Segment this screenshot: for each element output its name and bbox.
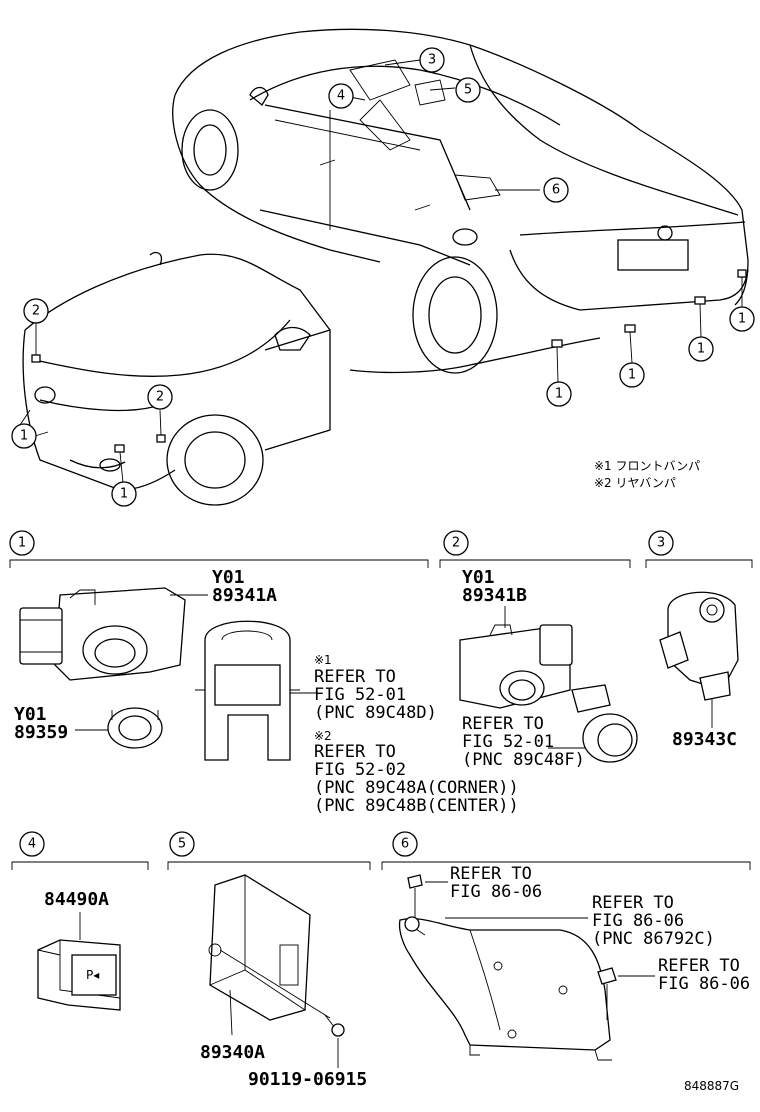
svg-text:1: 1 — [18, 536, 26, 551]
section-4-part-84490A: 84490A — [44, 889, 109, 910]
section-1-ref-a-line3: (PNC 89C48D) — [314, 703, 437, 723]
rear-car-drawing — [172, 28, 749, 383]
bolt-90119-06915 — [219, 949, 345, 1068]
section-1-ref-a-line1: REFER TO — [314, 667, 396, 687]
drawing-id: 848887G — [684, 1079, 739, 1093]
svg-text:6: 6 — [401, 837, 409, 852]
section-1-part-89341A: 89341A — [212, 585, 277, 606]
svg-text:1: 1 — [20, 429, 28, 444]
section-5-header: 5 — [167, 831, 371, 870]
callout-4-label: 4 — [337, 89, 345, 104]
section-1-code-a: Y01 — [212, 567, 245, 588]
callout-1-rear-c: 1 — [688, 336, 714, 362]
legend-note-rear-bumper: ※2 リヤバンパ — [594, 476, 676, 490]
callout-3-label: 3 — [428, 53, 436, 68]
clearance-warning-ecu-89340A — [208, 874, 311, 1036]
section-1-ref-b-line2: FIG 52-02 — [314, 760, 406, 780]
svg-text:1: 1 — [628, 368, 636, 383]
section-1-ref-a-line2: FIG 52-01 — [314, 685, 406, 705]
svg-text:5: 5 — [178, 837, 186, 852]
callout-6-label: 6 — [552, 183, 560, 198]
section-3-header: 3 — [645, 530, 753, 568]
yaw-rate-sensor-89343C — [659, 591, 739, 728]
callout-1-rear-b: 1 — [619, 362, 645, 388]
legend-note-front-bumper: ※1 フロントバンパ — [594, 459, 700, 473]
svg-text:1: 1 — [738, 312, 746, 327]
section-5-part-90119-06915: 90119-06915 — [248, 1069, 367, 1090]
ecu-mounting-bracket — [398, 916, 612, 1061]
svg-text:2: 2 — [452, 536, 460, 551]
svg-text:2: 2 — [32, 304, 40, 319]
section-6-ref-a-line2: FIG 86-06 — [450, 882, 542, 902]
ultrasonic-sensor-89341B — [459, 624, 573, 709]
bumper-bracket — [195, 620, 318, 761]
section-1-ref-b-line1: REFER TO — [314, 742, 396, 762]
section-6-ref-a-line1: REFER TO — [450, 864, 532, 884]
section-1-code-b: Y01 — [14, 704, 47, 725]
svg-text:4: 4 — [28, 837, 36, 852]
callout-3: 3 — [419, 47, 445, 73]
section-4-header: 4 — [11, 831, 149, 870]
section-1-ref-b-line3: (PNC 89C48A(CORNER)) — [314, 778, 519, 798]
section-6-ref-c-line1: REFER TO — [658, 956, 740, 976]
section-2-ref-line3: (PNC 89C48F) — [462, 750, 585, 770]
svg-text:1: 1 — [555, 387, 563, 402]
parking-sensor-switch-84490A: P◂ — [37, 939, 121, 1011]
callout-4: 4 — [328, 83, 354, 109]
section-5-part-89340A: 89340A — [200, 1042, 265, 1063]
svg-text:3: 3 — [657, 536, 665, 551]
section-6-ref-c-line2: FIG 86-06 — [658, 974, 750, 994]
section-6-ref-b-line3: (PNC 86792C) — [592, 929, 715, 949]
callout-1-rear-d: 1 — [729, 306, 755, 332]
switch-face-icon: P◂ — [86, 968, 99, 982]
section-1-header: 1 — [9, 530, 429, 568]
svg-text:1: 1 — [697, 342, 705, 357]
section-2-part-89341B: 89341B — [462, 585, 527, 606]
callout-2-front-b: 2 — [147, 384, 173, 410]
section-1-part-89359: 89359 — [14, 722, 68, 743]
section-6-ref-b-line2: FIG 86-06 — [592, 911, 684, 931]
section-6-header: 6 — [381, 831, 751, 870]
callout-6: 6 — [543, 177, 569, 203]
front-car-drawing — [19, 251, 331, 506]
section-2-header: 2 — [439, 530, 631, 568]
sensor-retainer-89359 — [75, 707, 163, 749]
ultrasonic-sensor-89341A — [19, 587, 208, 681]
section-2-code: Y01 — [462, 567, 495, 588]
callout-1-front-b: 1 — [111, 481, 137, 507]
callout-2-front-a: 2 — [23, 298, 49, 324]
callout-1-front-a: 1 — [11, 423, 37, 449]
bolt-upper-left — [407, 874, 448, 920]
section-3-part-89343C: 89343C — [672, 729, 737, 750]
callout-1-rear-a: 1 — [546, 381, 572, 407]
section-6-ref-b-line1: REFER TO — [592, 893, 674, 913]
nut-right — [597, 967, 655, 1020]
section-2-ref-line1: REFER TO — [462, 714, 544, 734]
callout-5-label: 5 — [464, 83, 472, 98]
section-1-ref-b-line4: (PNC 89C48B(CENTER)) — [314, 796, 519, 816]
sensor-retainer-section-2 — [548, 684, 638, 763]
section-1-note-mark-a: ※1 — [314, 653, 332, 667]
section-1-note-mark-b: ※2 — [314, 729, 332, 743]
callout-5: 5 — [455, 77, 481, 103]
svg-text:2: 2 — [156, 390, 164, 405]
svg-text:1: 1 — [120, 487, 128, 502]
section-2-ref-line2: FIG 52-01 — [462, 732, 554, 752]
